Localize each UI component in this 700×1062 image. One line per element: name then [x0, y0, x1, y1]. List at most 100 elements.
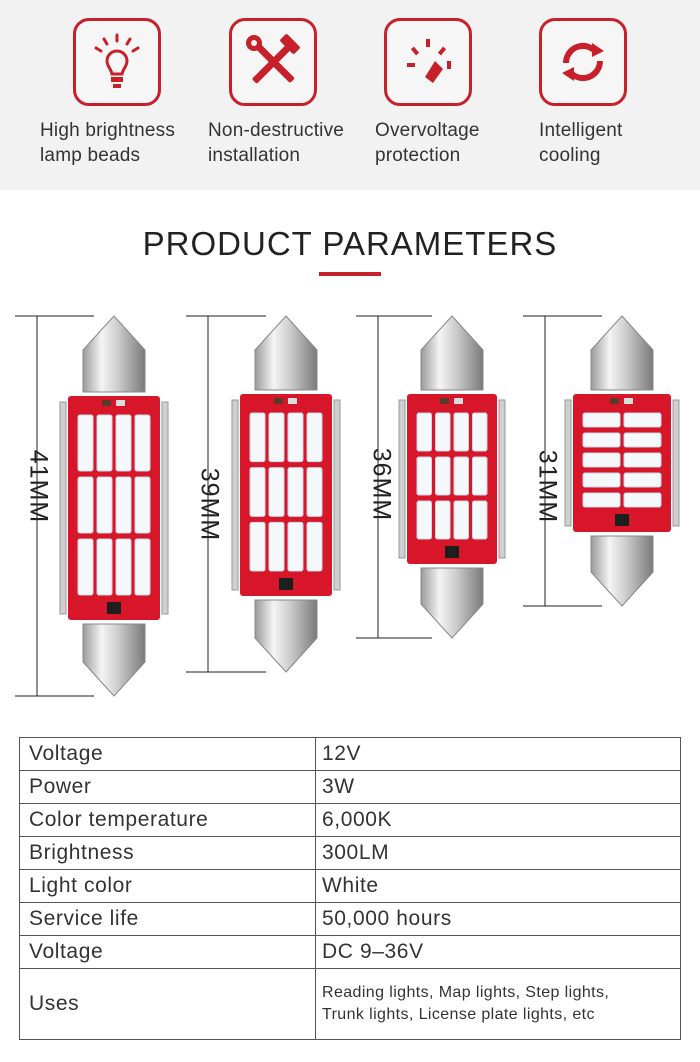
bulb-cap-top: [254, 315, 318, 391]
led-chip: [287, 412, 304, 463]
spec-label: Light color: [19, 869, 316, 903]
led-chip: [77, 414, 94, 472]
bulb-cap-bottom: [420, 567, 484, 639]
resistor: [624, 398, 633, 404]
resistor: [288, 398, 297, 404]
led-chip: [287, 521, 304, 572]
spec-label: Color temperature: [19, 803, 316, 837]
spec-label: Uses: [19, 968, 316, 1040]
bulb-side-strip: [564, 399, 572, 527]
led-chip: [416, 412, 432, 452]
title-underline: [319, 272, 381, 276]
feature-label: Intelligent cooling: [539, 120, 623, 166]
spec-value: 12V: [315, 737, 681, 771]
feature-label: Non-destructive installation: [208, 120, 345, 166]
resistor: [274, 398, 283, 404]
led-chip: [453, 456, 469, 496]
section-title: PRODUCT PARAMETERS: [142, 225, 558, 262]
spec-value: White: [315, 869, 681, 903]
tools-icon: [229, 18, 317, 106]
chip: [107, 602, 121, 614]
led-chip: [306, 467, 323, 517]
led-chip: [249, 467, 266, 517]
bulb-side-strip: [672, 399, 680, 527]
led-chip: [268, 412, 285, 463]
led-chip: [96, 476, 113, 534]
bulb-illustration: [15, 315, 680, 697]
spec-value: Reading lights, Map lights, Step lights,…: [315, 968, 681, 1040]
led-chip: [582, 472, 621, 488]
led-chip: [623, 472, 662, 488]
led-chip: [134, 414, 151, 472]
lightbulb-icon: [73, 18, 161, 106]
led-chip: [416, 500, 432, 540]
led-chip: [115, 538, 132, 596]
spark-icon: [384, 18, 472, 106]
bulb-cap-top: [82, 315, 146, 393]
led-chip: [435, 412, 451, 452]
led-chip: [77, 476, 94, 534]
led-chip: [435, 456, 451, 496]
bulb-side-strip: [498, 399, 506, 559]
led-chip: [582, 452, 621, 468]
led-chip: [306, 521, 323, 572]
bulb-cap-bottom: [590, 535, 654, 607]
spec-value: DC 9–36V: [315, 935, 681, 969]
led-chip: [582, 492, 621, 508]
spec-value: 50,000 hours: [315, 902, 681, 936]
bulb-sizes: 41MM 39MM 36MM 31MM: [0, 300, 700, 710]
bulb-side-strip: [231, 399, 239, 591]
led-chip: [268, 521, 285, 572]
feature-label: High brightness lamp beads: [40, 120, 176, 166]
size-label-36mm: 36MM: [367, 447, 396, 522]
bulb-cap-bottom: [254, 599, 318, 673]
size-label-41mm: 41MM: [24, 449, 53, 524]
led-chip: [623, 452, 662, 468]
spec-label: Service life: [19, 902, 316, 936]
chip: [445, 546, 459, 558]
led-chip: [472, 412, 488, 452]
led-chip: [134, 538, 151, 596]
resistor: [102, 400, 111, 406]
led-chip: [582, 432, 621, 448]
led-chip: [96, 414, 113, 472]
led-chip: [435, 500, 451, 540]
bulb-side-strip: [398, 399, 406, 559]
bulb-cap-top: [420, 315, 484, 391]
led-chip: [453, 412, 469, 452]
resistor: [440, 398, 449, 404]
spec-value: 300LM: [315, 836, 681, 870]
spec-value: 3W: [315, 770, 681, 804]
led-chip: [134, 476, 151, 534]
led-chip: [623, 492, 662, 508]
resistor: [454, 398, 463, 404]
led-chip: [582, 412, 621, 428]
led-chip: [115, 476, 132, 534]
led-chip: [96, 538, 113, 596]
spec-label: Voltage: [19, 737, 316, 771]
spec-value: 6,000K: [315, 803, 681, 837]
led-chip: [623, 432, 662, 448]
led-chip: [287, 467, 304, 517]
bulb-cap-top: [590, 315, 654, 391]
feature-label: Overvoltage protection: [375, 120, 480, 166]
resistor: [116, 400, 125, 406]
refresh-icon: [539, 18, 627, 106]
led-chip: [77, 538, 94, 596]
led-chip: [115, 414, 132, 472]
bulb-side-strip: [333, 399, 341, 591]
feature-strip: High brightness lamp beads Non-destructi…: [0, 0, 700, 190]
led-chip: [268, 467, 285, 517]
bulb-side-strip: [59, 401, 67, 615]
led-chip: [306, 412, 323, 463]
resistor: [610, 398, 619, 404]
spec-label: Voltage: [19, 935, 316, 969]
led-chip: [249, 412, 266, 463]
